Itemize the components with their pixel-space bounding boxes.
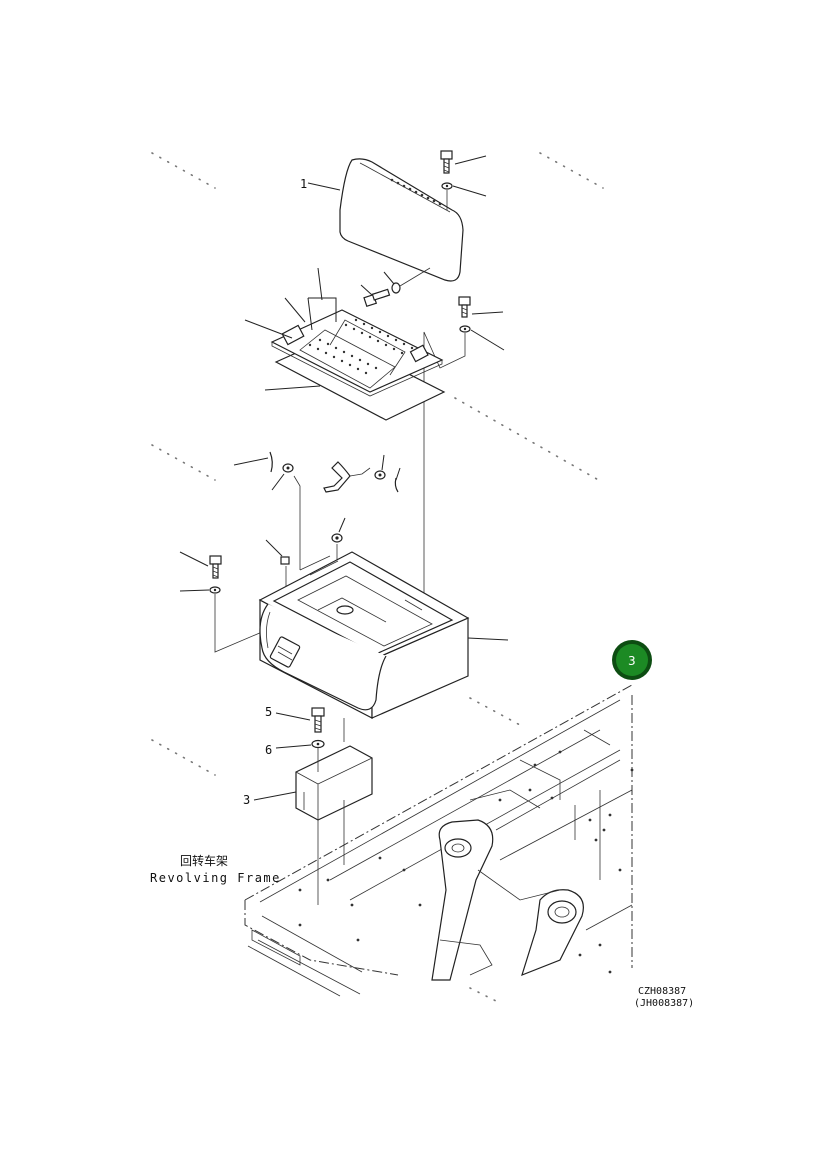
callout-badge[interactable]: 3	[612, 640, 652, 680]
callout-5: 5	[265, 705, 272, 719]
seat-box	[258, 551, 509, 742]
bracket-assembly	[253, 707, 373, 905]
small-hardware	[233, 451, 401, 595]
bolt-top-right	[440, 150, 487, 210]
callout-1: 1	[300, 177, 307, 191]
bolt-cushion-side	[360, 267, 431, 308]
callout-3: 3	[243, 793, 250, 807]
frame-caption: 回转车架 Revolving Frame	[150, 853, 281, 885]
drawing-code-secondary: (JH008387)	[634, 998, 694, 1009]
drawing-code-primary: CZH08387	[638, 986, 686, 997]
dotted-guides	[151, 152, 604, 1004]
drawing-code: CZH08387 (JH008387)	[634, 986, 694, 1009]
badge-fill	[616, 644, 648, 676]
callout-labels: 1 5 6 3	[243, 177, 341, 807]
bolt-seat-right	[423, 296, 505, 620]
seat-pan	[244, 267, 446, 421]
badge-label: 3	[628, 654, 636, 668]
seat-back-cushion	[339, 158, 464, 282]
revolving-frame	[244, 684, 634, 997]
frame-caption-chinese: 回转车架	[180, 853, 228, 868]
callout-6: 6	[265, 743, 272, 757]
frame-caption-english: Revolving Frame	[150, 871, 281, 885]
bolt-box-left	[179, 551, 263, 653]
